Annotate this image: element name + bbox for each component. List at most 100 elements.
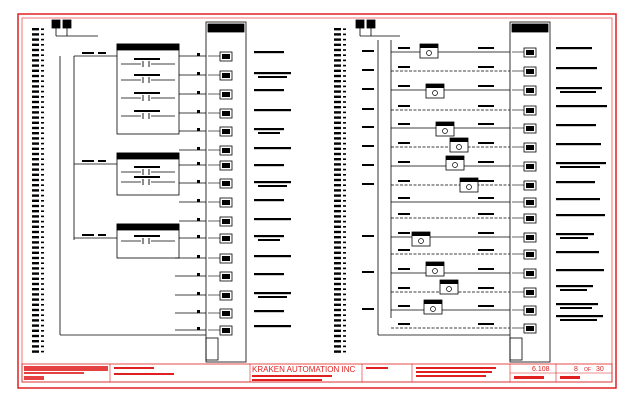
description-line xyxy=(560,166,600,168)
rung-marker xyxy=(197,255,200,258)
description-line xyxy=(254,89,284,92)
io-point-fill xyxy=(222,92,230,97)
wire-label-mark xyxy=(398,123,410,125)
io-point-fill xyxy=(526,88,534,93)
io-point-fill xyxy=(526,271,534,276)
terminal-tick xyxy=(343,106,346,108)
io-point xyxy=(523,268,537,279)
device-header xyxy=(426,262,444,266)
border-frame xyxy=(17,13,617,389)
terminal-mark xyxy=(334,189,341,192)
terminal-tick xyxy=(343,85,346,88)
right-descriptions xyxy=(556,47,607,321)
terminal-tick xyxy=(343,283,346,285)
terminal-tick xyxy=(343,350,346,353)
terminal-tick xyxy=(41,106,44,108)
io-point-fill xyxy=(222,219,230,224)
terminal-tick xyxy=(343,38,346,41)
wire-label-mark xyxy=(398,197,410,199)
terminal-tick xyxy=(41,298,44,301)
terminal-tick xyxy=(343,330,346,332)
terminal-mark xyxy=(32,319,39,322)
contact-label-mark xyxy=(134,176,160,178)
terminal-mark xyxy=(334,121,341,124)
description-line xyxy=(254,218,291,221)
terminal-tick xyxy=(41,304,44,306)
terminal-mark xyxy=(32,69,39,72)
terminal-mark xyxy=(334,147,341,150)
description-line xyxy=(254,310,284,313)
terminal-tick xyxy=(41,241,44,244)
io-point xyxy=(219,70,233,81)
io-point xyxy=(219,290,233,301)
terminal-tick xyxy=(41,314,44,316)
terminal-tick xyxy=(41,278,44,280)
terminal-mark xyxy=(334,106,341,109)
rung-marker xyxy=(197,72,200,75)
wire-label-mark xyxy=(398,142,410,144)
terminal-mark xyxy=(32,345,39,348)
terminal-tick xyxy=(41,132,44,134)
terminal-tick xyxy=(41,350,44,353)
terminal-mark xyxy=(334,288,341,291)
io-point-fill xyxy=(526,308,534,313)
terminal-mark xyxy=(32,74,39,78)
terminal-mark xyxy=(32,308,39,312)
terminal-tick xyxy=(343,267,346,270)
contact-label-mark xyxy=(134,110,160,112)
io-point-fill xyxy=(526,108,534,113)
wire-label-mark xyxy=(478,161,494,163)
description-line xyxy=(254,128,284,131)
terminal-tick xyxy=(41,272,44,275)
description-line xyxy=(254,255,291,258)
wire-label-mark xyxy=(398,232,410,234)
terminal-mark xyxy=(32,100,39,104)
terminal-tick xyxy=(343,335,346,337)
terminal-tick xyxy=(41,220,44,223)
terminal-tick xyxy=(41,205,44,207)
io-point-fill xyxy=(526,326,534,331)
rail-label-mark xyxy=(362,108,374,110)
wire-label-mark xyxy=(478,123,494,125)
device-header xyxy=(420,44,438,48)
terminal-mark xyxy=(334,334,341,338)
terminal-mark xyxy=(32,277,39,280)
terminal-tick xyxy=(343,340,346,342)
io-point-fill xyxy=(222,256,230,261)
wire-label-mark xyxy=(398,305,410,307)
terminal-tick xyxy=(343,111,346,114)
wire-label-mark xyxy=(398,85,410,87)
device-symbol xyxy=(432,90,438,96)
terminal-mark xyxy=(32,54,39,57)
io-point xyxy=(523,85,537,96)
terminal-tick xyxy=(343,184,346,186)
io-point-fill xyxy=(222,328,230,333)
terminal-tick xyxy=(41,70,44,72)
io-point xyxy=(523,161,537,172)
terminal-tick xyxy=(343,101,346,103)
description-line xyxy=(556,124,596,127)
io-point xyxy=(219,253,233,264)
left-rungs xyxy=(82,51,233,336)
terminal-mark xyxy=(334,194,341,197)
terminal-mark xyxy=(32,189,39,192)
terminal-mark xyxy=(334,262,341,265)
terminal-tick xyxy=(41,96,44,98)
terminal-tick xyxy=(343,122,346,124)
io-point-fill xyxy=(222,293,230,298)
terminal-tick xyxy=(343,220,346,223)
wire-label-mark xyxy=(398,287,410,289)
terminal-tick xyxy=(41,200,44,202)
terminal-tick xyxy=(343,127,346,129)
terminal-mark xyxy=(32,184,39,187)
terminal-mark xyxy=(334,54,341,57)
io-point xyxy=(523,232,537,243)
description-line xyxy=(556,198,600,201)
terminal-mark xyxy=(32,43,39,46)
wire-label-mark xyxy=(478,197,494,199)
io-point xyxy=(219,89,233,100)
terminal-mark xyxy=(334,308,341,312)
right-terminal-strip xyxy=(334,28,346,353)
terminal-mark xyxy=(32,215,39,218)
